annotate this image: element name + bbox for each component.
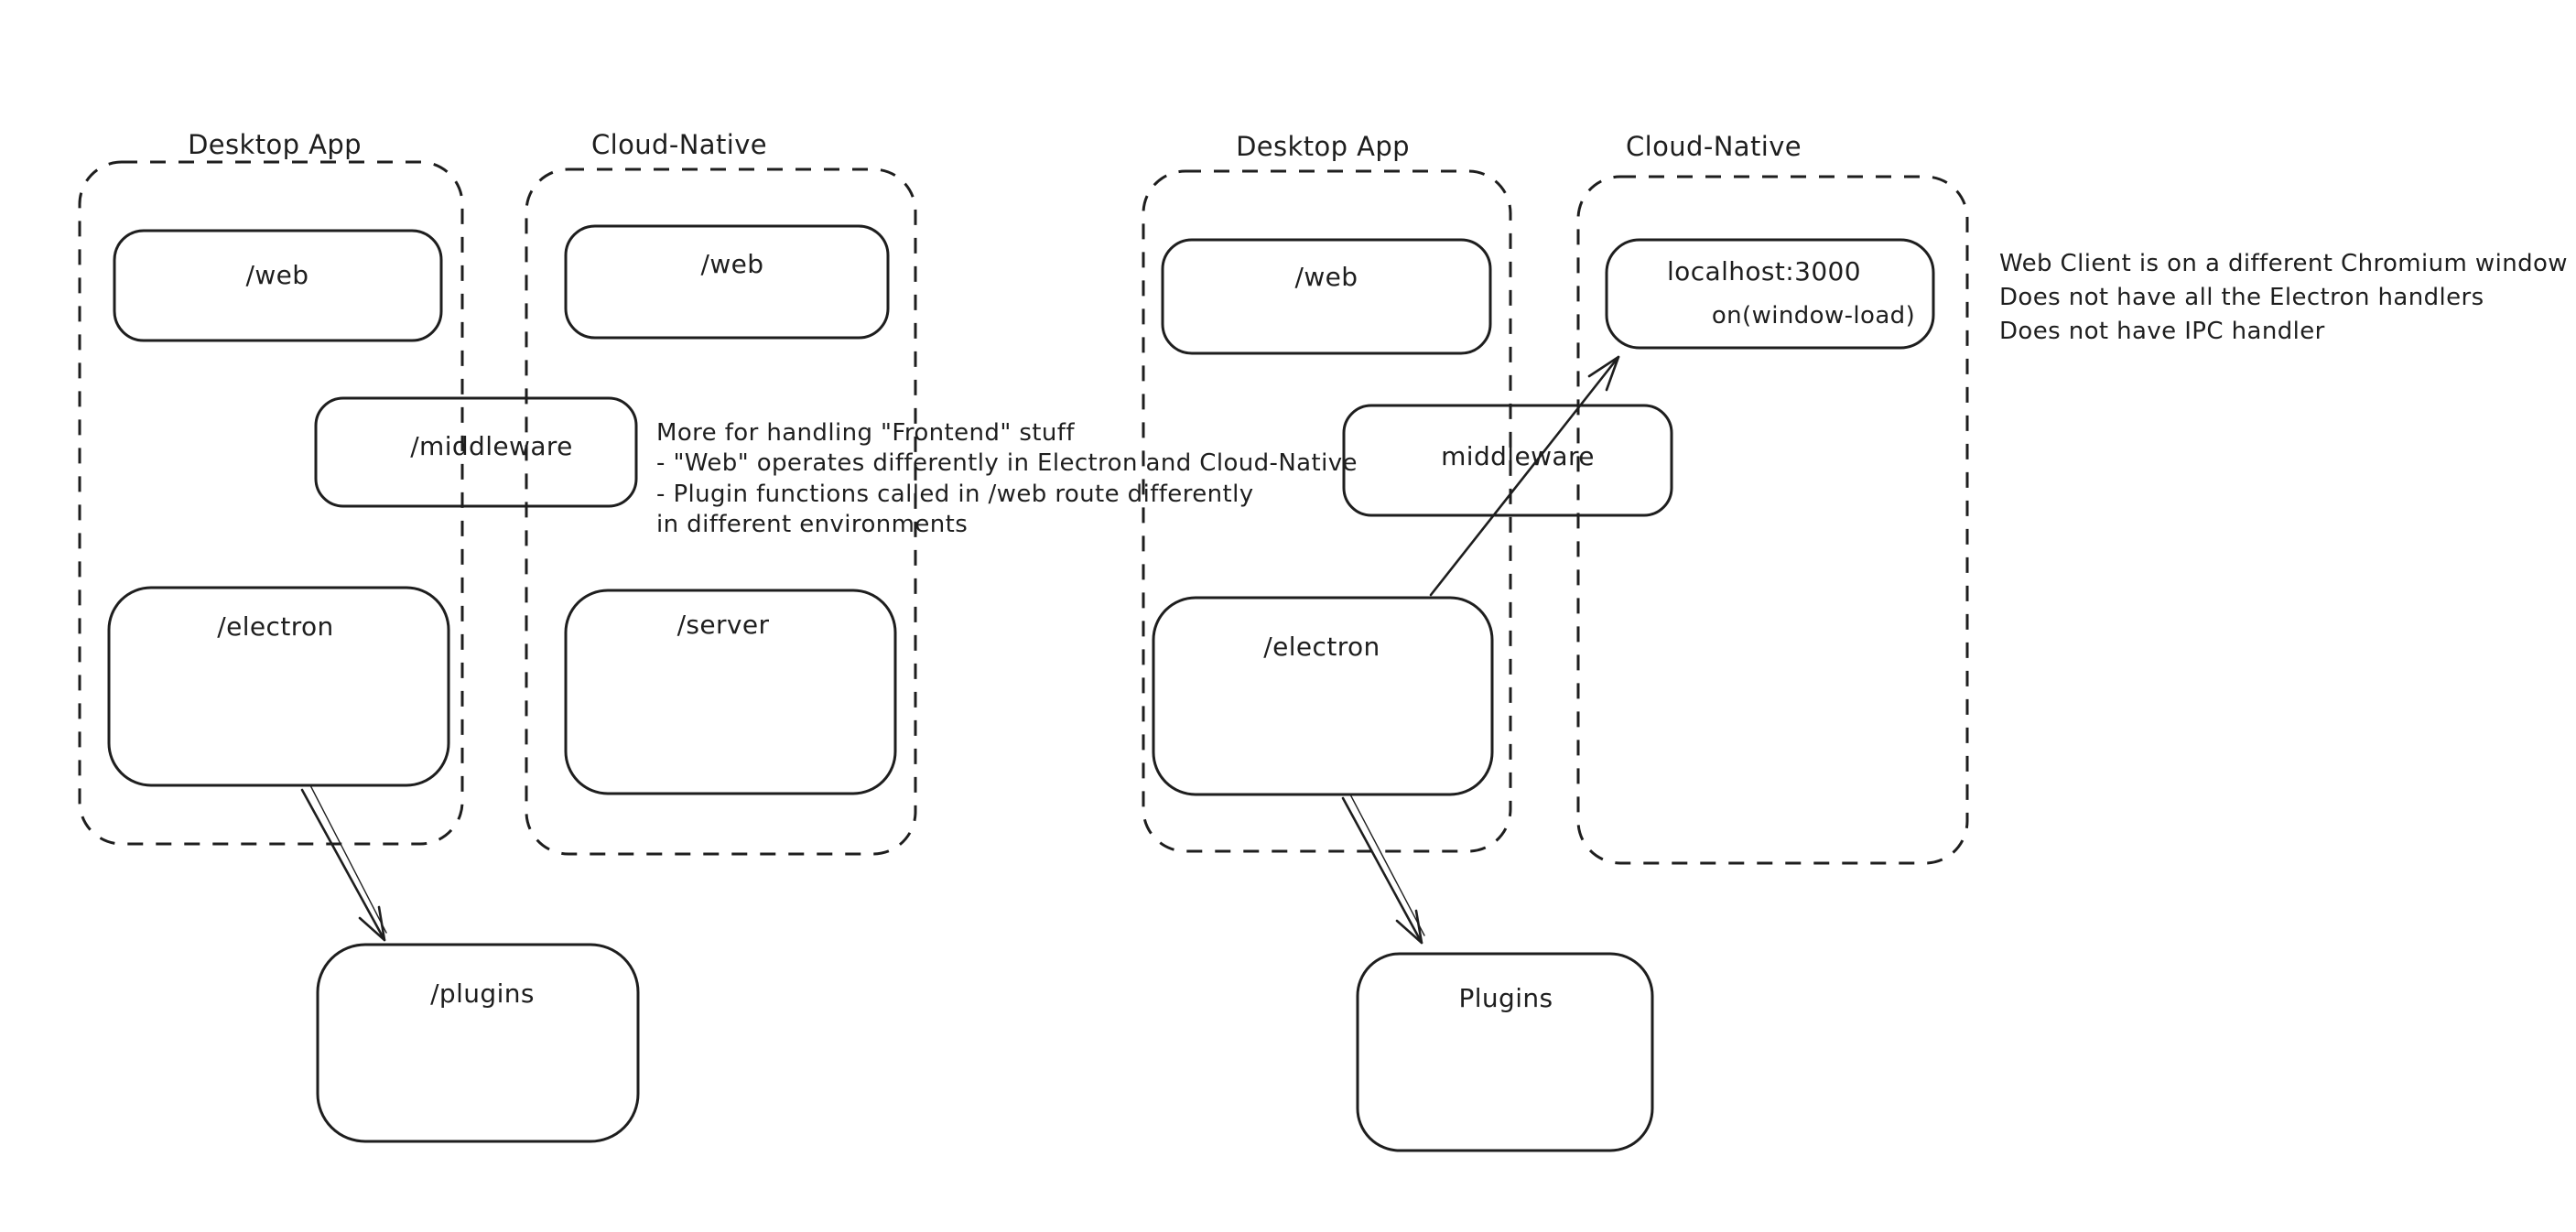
green-note-line-1: More for handling "Frontend" stuff <box>656 419 1075 447</box>
right-electron-box <box>1152 596 1494 796</box>
right-web-label: /web <box>1295 262 1358 292</box>
right-electron-to-plugins-arrow <box>1341 796 1423 945</box>
red-note-line-2: Does not have all the Electron handlers <box>1999 284 2484 311</box>
right-electron-to-localhost-arrow <box>1429 355 1620 597</box>
left-server-label: /server <box>677 610 770 640</box>
right-desktop-app-container <box>1142 169 1512 853</box>
right-window-load-label: on(window-load) <box>1712 302 1915 330</box>
right-down-arrowhead <box>1395 909 1423 945</box>
right-desktop-app-label: Desktop App <box>1236 131 1410 162</box>
left-electron-to-plugins-arrow-sketch <box>309 784 387 934</box>
left-server-box <box>564 589 897 795</box>
left-cloud-native-container <box>525 168 917 856</box>
left-plugins-label: /plugins <box>430 978 535 1009</box>
right-red-note: Web Client is on a different Chromium wi… <box>1999 250 2568 345</box>
left-cloud-native-label: Cloud-Native <box>591 129 767 160</box>
left-middleware-label: /middleware <box>410 431 573 461</box>
right-cloud-native-label: Cloud-Native <box>1626 131 1802 162</box>
right-middleware-box <box>1342 404 1673 517</box>
green-note-line-3: - Plugin functions called in /web route … <box>656 481 1254 508</box>
left-electron-to-plugins-arrow <box>300 788 386 942</box>
right-localhost-box <box>1605 238 1935 350</box>
left-middleware-box <box>314 396 638 508</box>
right-middleware-label: middleware <box>1441 441 1595 471</box>
left-web-cloud-label: /web <box>701 249 764 279</box>
right-plugins-box <box>1356 952 1654 1152</box>
left-electron-label: /electron <box>217 611 333 642</box>
left-desktop-app-container <box>78 160 464 846</box>
right-up-arrowhead <box>1587 355 1620 392</box>
left-arrowhead <box>358 905 386 942</box>
left-web-desktop-box <box>113 229 443 342</box>
left-electron-box <box>107 586 450 787</box>
right-web-box <box>1161 238 1492 355</box>
red-note-line-1: Web Client is on a different Chromium wi… <box>1999 250 2568 277</box>
left-web-desktop-label: /web <box>246 260 309 290</box>
right-plugins-label: Plugins <box>1458 983 1553 1013</box>
green-note-line-2: - "Web" operates differently in Electron… <box>656 449 1358 477</box>
red-note-line-3: Does not have IPC handler <box>1999 318 2325 345</box>
right-localhost-label: localhost:3000 <box>1667 256 1861 286</box>
right-electron-to-plugins-arrow-sketch <box>1349 794 1425 936</box>
left-desktop-app-label: Desktop App <box>188 129 362 160</box>
right-cloud-native-container <box>1576 175 1969 865</box>
right-electron-label: /electron <box>1263 632 1380 662</box>
left-plugins-box <box>316 943 640 1143</box>
left-green-note: More for handling "Frontend" stuff - "We… <box>656 419 1358 538</box>
green-note-line-4: in different environments <box>656 511 968 538</box>
left-web-cloud-box <box>564 224 890 340</box>
